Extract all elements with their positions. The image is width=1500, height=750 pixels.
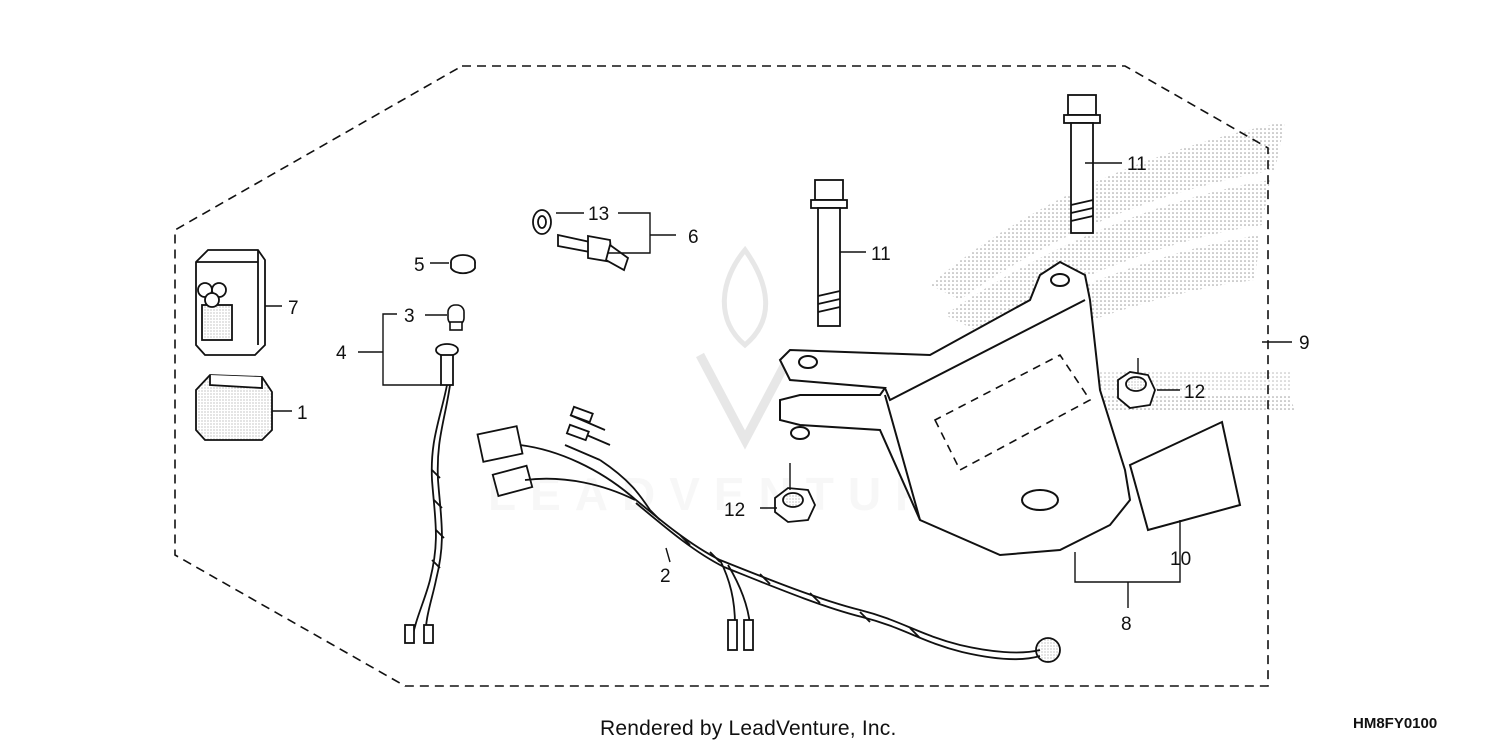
part-10-label [1128, 420, 1242, 532]
callout-7: 7 [288, 298, 299, 319]
callout-10: 10 [1170, 549, 1191, 570]
part-7-control-unit [195, 249, 266, 356]
footer-credit: Rendered by LeadVenture, Inc. [600, 717, 897, 740]
part-2-wire-harness [476, 405, 1061, 663]
kit-boundary-outline [174, 65, 1269, 687]
callout-13: 13 [588, 204, 609, 225]
callout-5: 5 [414, 255, 425, 276]
part-5-grommet [450, 254, 476, 275]
callout-11-upper: 11 [1127, 154, 1147, 175]
callout-3: 3 [404, 306, 415, 327]
callout-1: 1 [297, 403, 308, 424]
leadventure-watermark: LEADVENTURE [488, 245, 987, 520]
diagram-code: HM8FY0100 [1353, 715, 1438, 732]
part-4-bulb-socket-harness [404, 343, 459, 644]
part-12-nut-1 [1117, 371, 1156, 409]
part-6-sensor [532, 209, 630, 272]
part-3-bulb [447, 304, 465, 331]
callout-12-left: 12 [724, 500, 745, 521]
callout-12-right: 12 [1184, 382, 1205, 403]
callout-2: 2 [660, 566, 671, 587]
leader-lines [265, 162, 1292, 608]
callout-4: 4 [336, 343, 347, 364]
callout-labels: 7 1 5 3 4 13 6 11 11 12 12 2 10 8 9 [288, 154, 1310, 635]
part-11-bolt-1 [1063, 94, 1101, 234]
callout-9: 9 [1299, 333, 1310, 354]
part-8-bracket [778, 260, 1132, 557]
part-11-bolt-2 [810, 179, 848, 327]
callout-11-lower: 11 [871, 244, 891, 265]
callout-6: 6 [688, 227, 699, 248]
part-12-nut-2 [774, 487, 816, 523]
callout-8: 8 [1121, 614, 1132, 635]
watermark-text: LEADVENTURE [488, 468, 987, 520]
part-1-rubber-mount [195, 374, 273, 441]
